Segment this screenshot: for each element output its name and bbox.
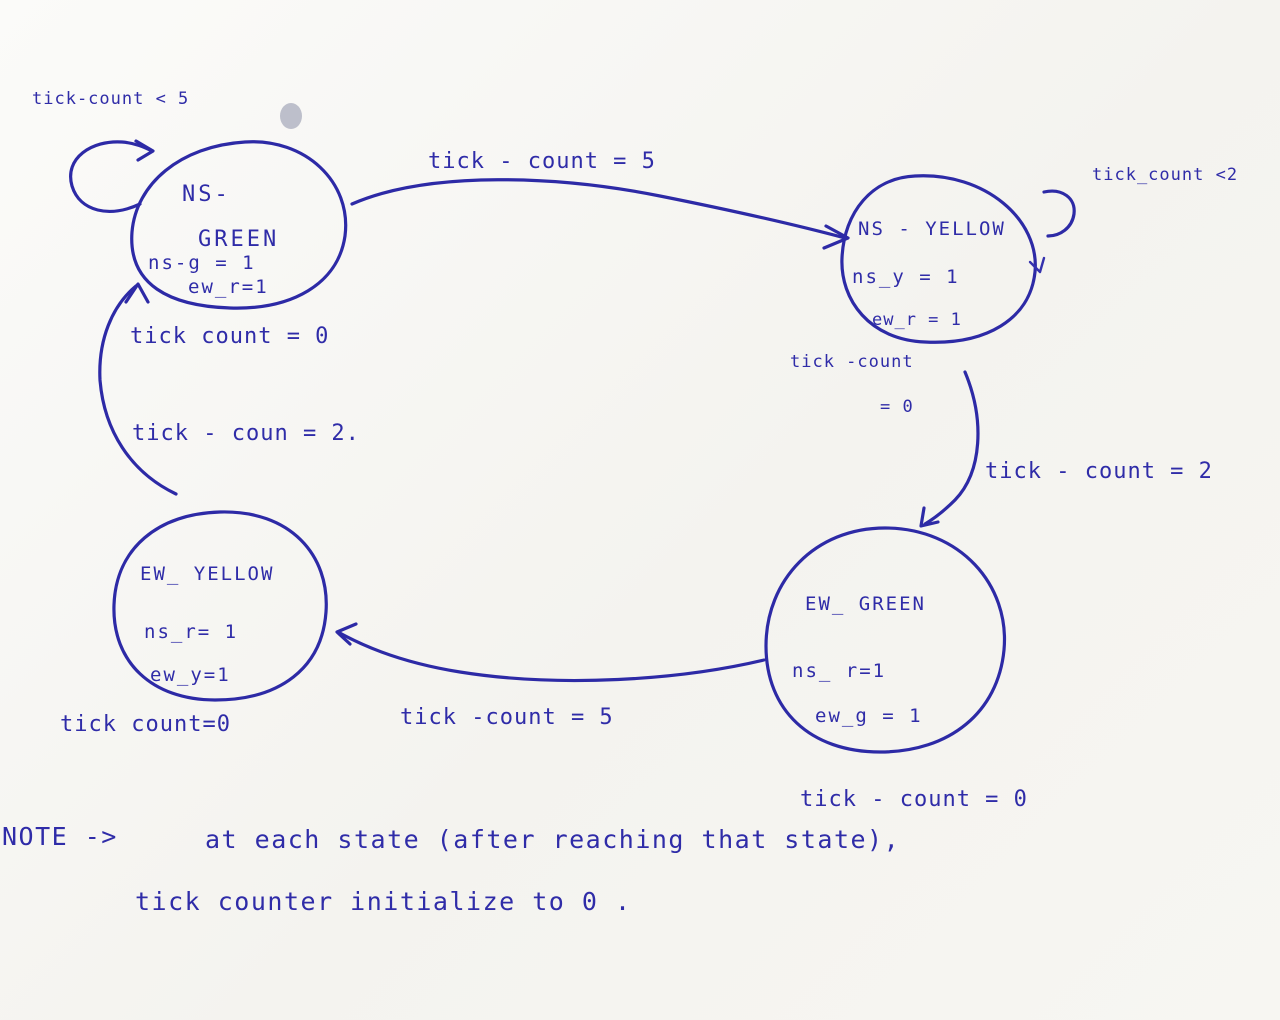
transition-ns-yellow-to-ew-green: tick - count = 2	[919, 370, 1213, 528]
state-ew-yellow: EW_ YELLOW ns_r= 1 ew_y=1	[112, 510, 328, 702]
state-ns-yellow-output-2: ew_r = 1	[872, 310, 962, 330]
state-ns-yellow-name: NS - YELLOW	[858, 218, 1006, 240]
note-prefix: NOTE ->	[2, 822, 118, 851]
transition-ns-green-to-ns-yellow: tick - count = 5	[350, 149, 850, 250]
label-ns-green-self: tick-count < 5	[32, 89, 189, 109]
transition-ns-yellow-self: tick_count <2	[1028, 165, 1238, 274]
note: NOTE -> at each state (after reaching th…	[2, 822, 900, 916]
state-ns-yellow-circle	[840, 174, 1037, 344]
ink-smudge	[280, 103, 302, 129]
self-loop-arrow	[69, 140, 154, 213]
transition-ew-green-to-ew-yellow: tick -count = 5	[335, 622, 766, 730]
label-ns-yellow-to-ew-green: tick - count = 2	[985, 459, 1213, 484]
reset-ns-green: tick count = 0	[130, 324, 329, 349]
transition-ew-yellow-to-ns-green: tick - coun = 2.	[98, 282, 360, 496]
state-ew-green-output-2: ew_g = 1	[815, 705, 923, 727]
self-loop-arrow-ns-yellow	[1042, 189, 1076, 238]
label-ew-yellow-to-ns-green: tick - coun = 2.	[132, 421, 360, 446]
arrowhead-ew-yellow-to-ns-green	[124, 282, 150, 304]
transition-ns-green-self: tick-count < 5	[32, 89, 189, 213]
state-ew-yellow-name: EW_ YELLOW	[140, 563, 274, 585]
reset-ew-green: tick - count = 0	[800, 787, 1028, 812]
arrow-ew-yellow-to-ns-green	[98, 284, 178, 496]
state-ns-green: NS- GREEN ns-g = 1 ew_r=1	[130, 140, 348, 310]
state-ns-green-name-1: NS-	[182, 182, 231, 207]
label-ns-green-to-ns-yellow: tick - count = 5	[428, 149, 656, 174]
note-line-1: at each state (after reaching that state…	[205, 825, 900, 854]
label-ew-green-to-ew-yellow: tick -count = 5	[400, 705, 614, 730]
arrow-ew-green-to-ew-yellow	[336, 630, 766, 683]
state-ns-green-output-1: ns-g = 1	[148, 252, 256, 274]
state-ew-yellow-output-2: ew_y=1	[150, 664, 231, 686]
arrowhead-ns-yellow-to-ew-green	[919, 506, 940, 528]
state-ew-yellow-circle	[112, 510, 328, 702]
arrowhead-ns-green-to-ns-yellow	[822, 224, 850, 250]
reset-ns-yellow-2: = 0	[880, 397, 914, 417]
arrow-ns-yellow-to-ew-green	[923, 370, 980, 526]
state-ew-green: EW_ GREEN ns_ r=1 ew_g = 1	[764, 526, 1007, 754]
reset-ew-yellow: tick count=0	[60, 712, 231, 737]
arrow-ns-green-to-ns-yellow	[350, 178, 847, 240]
self-loop-arrowhead	[134, 139, 155, 162]
state-ns-yellow-output-1: ns_y = 1	[852, 266, 960, 288]
label-ns-yellow-self: tick_count <2	[1092, 165, 1238, 185]
state-ns-yellow: NS - YELLOW ns_y = 1 ew_r = 1	[840, 174, 1037, 344]
state-ew-green-output-1: ns_ r=1	[792, 660, 886, 682]
reset-ns-yellow-1: tick -count	[790, 352, 914, 372]
state-ns-green-circle	[130, 140, 348, 310]
self-loop-arrowhead-ns-yellow	[1028, 256, 1046, 274]
state-ns-green-output-2: ew_r=1	[188, 276, 269, 298]
note-line-2: tick counter initialize to 0 .	[135, 887, 632, 916]
state-ew-green-circle	[764, 526, 1007, 754]
state-ew-yellow-output-1: ns_r= 1	[144, 621, 238, 643]
arrowhead-ew-green-to-ew-yellow	[335, 622, 358, 646]
state-ns-green-name-2: GREEN	[198, 227, 279, 252]
state-ew-green-name: EW_ GREEN	[805, 593, 926, 615]
